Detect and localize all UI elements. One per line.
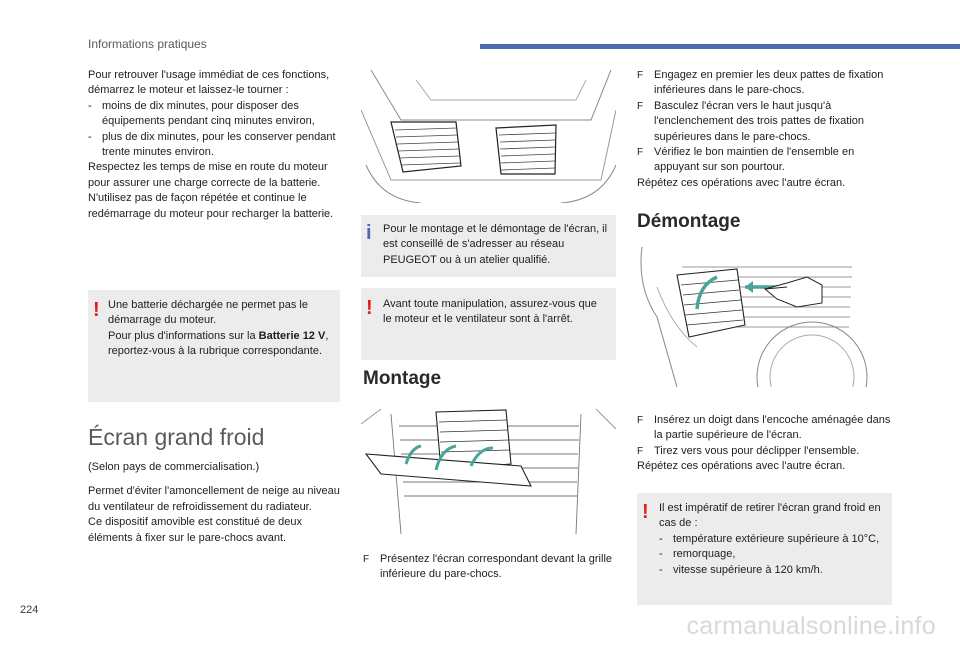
demontage-illustration (640, 247, 868, 387)
page-number: 224 (20, 604, 39, 616)
step-icon: F (637, 445, 644, 457)
section-title-demontage: Démontage (637, 211, 892, 233)
section-body: (Selon pays de commercialisation.) Perme… (88, 460, 340, 546)
note: (Selon pays de commercialisation.) (88, 461, 260, 473)
step-icon: F (637, 70, 644, 81)
list-item: -température extérieure supérieure à 10°… (659, 532, 880, 545)
warning-box-engine: ! Avant toute manipulation, assurez-vous… (361, 288, 616, 360)
list-item: -remorquage, (659, 548, 736, 561)
watermark: carmanualsonline.info (686, 612, 936, 640)
step-icon: F (637, 415, 644, 426)
paragraph: N'utilisez pas de façon répétée et conti… (88, 192, 334, 220)
column-1-intro: Pour retrouver l'usage immédiat de ces f… (88, 68, 340, 222)
bumper-grille-illustration (361, 70, 616, 203)
paragraph: Répétez ces opérations avec l'autre écra… (637, 460, 846, 473)
header-title: Informations pratiques (88, 37, 207, 51)
warning-icon: ! (93, 299, 100, 321)
section-title: Démontage (637, 211, 741, 232)
paragraph: Ce dispositif amovible est constitué de … (88, 516, 303, 544)
step-icon: F (637, 100, 644, 112)
info-box: i Pour le montage et le démontage de l'é… (361, 215, 616, 277)
warning-icon: ! (366, 297, 373, 319)
list-item: -vitesse supérieure à 120 km/h. (659, 563, 823, 576)
warning-box-removal: ! Il est impératif de retirer l'écran gr… (637, 493, 892, 605)
montage-illustration (361, 408, 616, 535)
warning-icon: ! (642, 501, 649, 523)
list-item: -moins de dix minutes, pour disposer des… (88, 99, 315, 128)
section-title-ecran: Écran grand froid (88, 424, 348, 451)
info-icon: i (366, 222, 372, 244)
section-title: Écran grand froid (88, 424, 265, 450)
step-icon: F (363, 554, 370, 565)
list-item: -plus de dix minutes, pour les conserver… (88, 130, 336, 159)
step-icon: F (637, 147, 644, 159)
paragraph: Permet d'éviter l'amoncellement de neige… (88, 485, 340, 513)
header-bar (480, 44, 960, 49)
warning-box-battery: ! Une batterie déchargée ne permet pas l… (88, 290, 340, 402)
intro-text: Pour retrouver l'usage immédiat de ces f… (88, 69, 330, 97)
section-title: Montage (363, 368, 442, 389)
paragraph: Répétez ces opérations avec l'autre écra… (637, 176, 846, 189)
paragraph: Respectez les temps de mise en route du … (88, 161, 328, 189)
section-title-montage: Montage (363, 368, 613, 390)
